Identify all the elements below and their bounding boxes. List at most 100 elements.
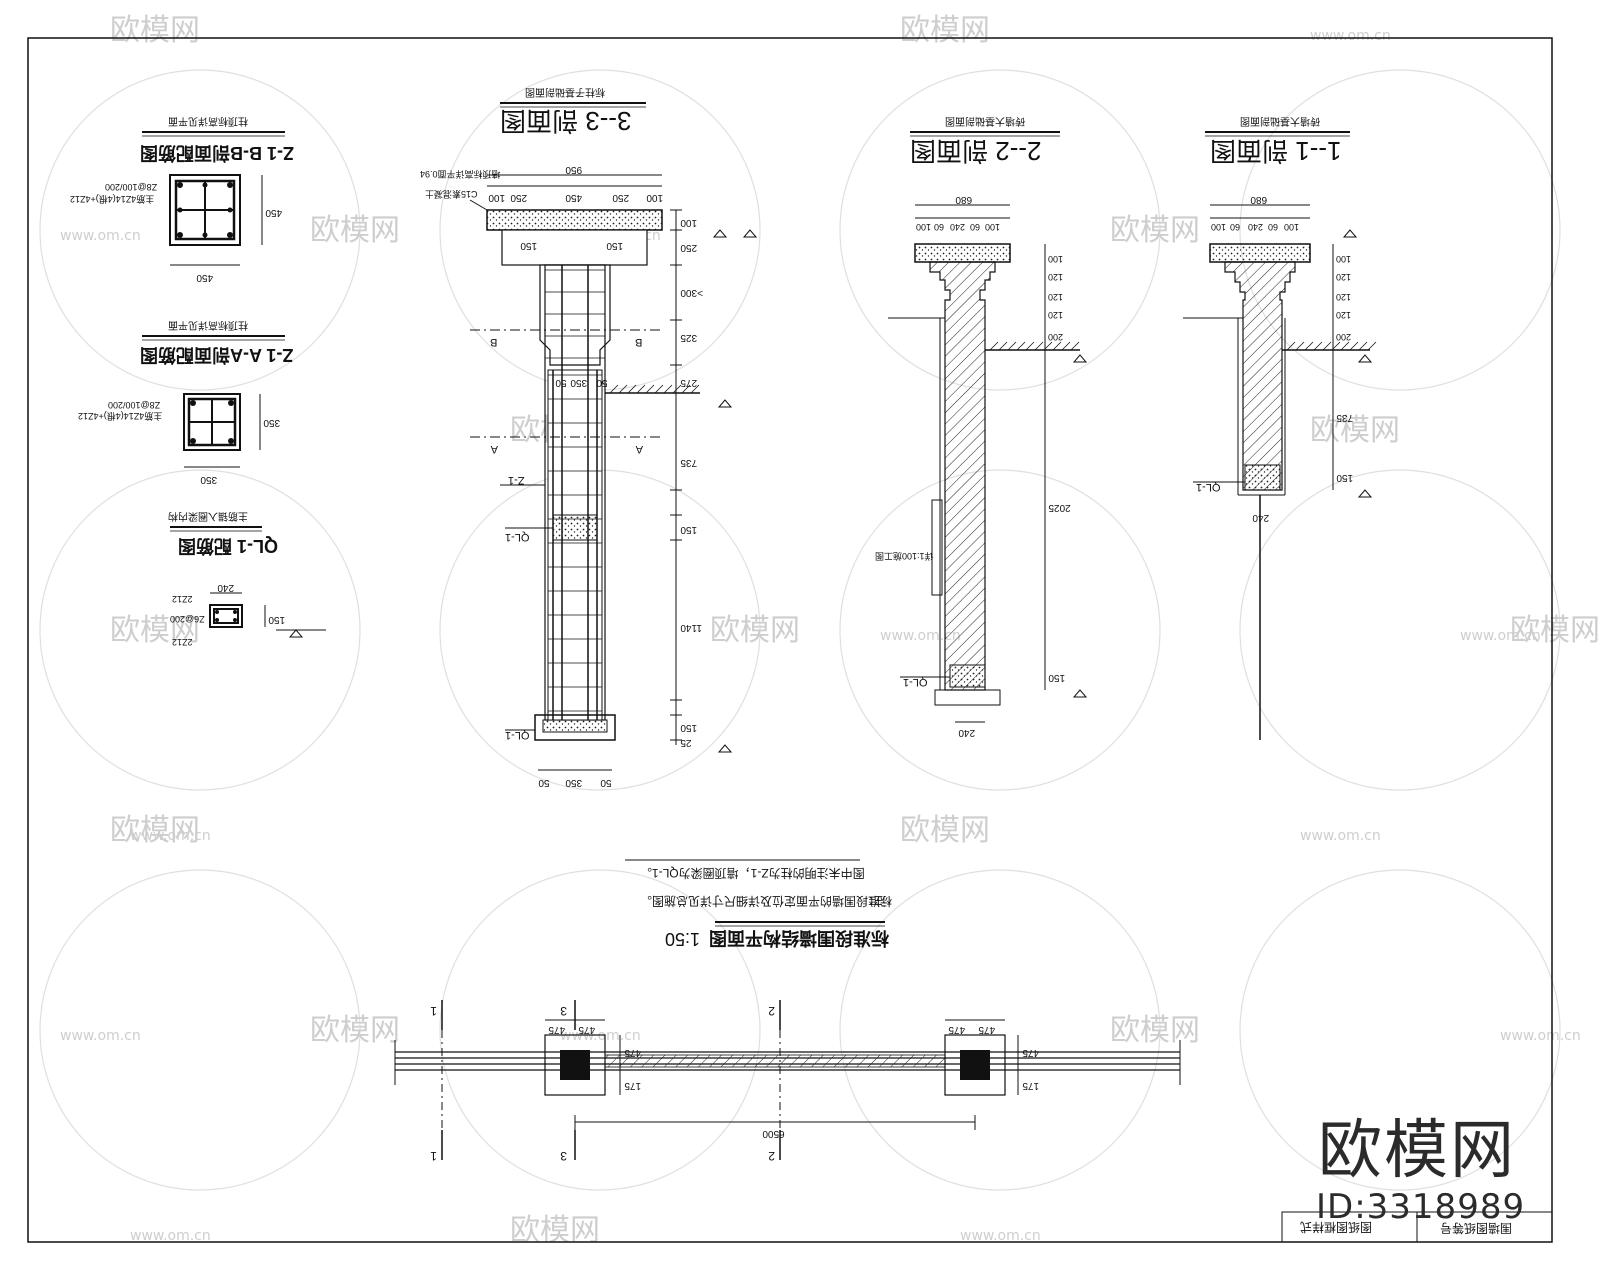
watermark-logo: 欧模网 xyxy=(110,813,200,848)
col-a-subtitle: 柱顶标高详见平面 xyxy=(168,319,248,332)
brand-logo: 欧模网 xyxy=(1318,1114,1516,1188)
s3-h-1: 250 xyxy=(680,242,697,253)
s1-w-1: 60 xyxy=(1230,222,1240,232)
plan-dim-side-0: 475 xyxy=(624,1047,641,1058)
section-2-subtitle: 砖墙大基础剖面图 xyxy=(945,115,1025,128)
plan-dim-side-3: 175 xyxy=(1022,1080,1039,1091)
s3-bw-2: 50 xyxy=(600,777,612,788)
s1-h-4: 200 xyxy=(1336,332,1351,342)
plan-note-2: 图中未注明的柱为Z-1，墙顶圈梁为QL-1。 xyxy=(640,866,865,881)
plan-dim-top-3: 475 xyxy=(978,1024,995,1035)
plan-scale: 1:50 xyxy=(665,929,700,949)
s2-w-0: 100 xyxy=(916,222,931,232)
plan-note-label: 注： xyxy=(862,894,886,909)
s1-bottom-width: 240 xyxy=(1252,512,1269,523)
plan-cut-2a: 2 xyxy=(768,1004,775,1018)
s2-h-6: 150 xyxy=(1048,672,1065,683)
plan-cut-2b: 2 xyxy=(768,1149,775,1163)
s3-label-a2: A xyxy=(635,443,643,455)
watermark-url: www.om.cn xyxy=(60,228,141,244)
watermark-url: www.om.cn xyxy=(1460,628,1541,644)
s3-bw-0: 50 xyxy=(538,777,550,788)
s3-h-3: 325 xyxy=(680,332,697,343)
watermark-url: www.om.cn xyxy=(880,628,961,644)
ql-detail: QL-1 配筋图 主筋锚入圈梁内构 240 150 2Z12 Z6@200 2Z… xyxy=(168,510,326,647)
s3-w-1: 250 xyxy=(510,192,527,203)
watermark-logo: 欧模网 xyxy=(900,13,990,48)
s1-total-width: 680 xyxy=(1250,194,1267,205)
watermark-logo: 欧模网 xyxy=(1510,613,1600,648)
col-a-rebar: 主筋4Z14(4根)+4Z12 xyxy=(78,411,162,422)
plan-dim-side-2: 475 xyxy=(1022,1047,1039,1058)
s3-label-b1: B xyxy=(490,336,497,348)
ql-width: 240 xyxy=(217,582,234,593)
watermark-logo: 欧模网 xyxy=(710,613,800,648)
s3-label-z1: Z-1 xyxy=(508,474,525,486)
watermark-logo: 欧模网 xyxy=(900,813,990,848)
s3-h-8: 150 xyxy=(680,722,697,733)
ql-stirrup: Z6@200 xyxy=(170,614,205,624)
ql-subtitle: 主筋锚入圈梁内构 xyxy=(168,510,248,523)
s3-w-2: 450 xyxy=(565,192,582,203)
s3-label-ql-mid: QL-1 xyxy=(505,531,529,543)
s3-w-0: 100 xyxy=(488,192,505,203)
col-b-height: 450 xyxy=(265,207,282,218)
section-1-title: 1--1 剖面图 xyxy=(1210,136,1341,166)
s3-label-a1: A xyxy=(490,443,498,455)
s2-total-width: 680 xyxy=(955,194,972,205)
s2-w-3: 60 xyxy=(970,222,980,232)
s1-h-1: 120 xyxy=(1336,272,1351,282)
s3-bw-1: 350 xyxy=(565,777,582,788)
section-1: 1--1 剖面图 砖墙大基础剖面图 680 100 60 240 60 100 … xyxy=(1183,115,1377,740)
col-a-detail: Z-1 A-A剖面配筋图 柱顶标高详见平面 350 350 主筋4Z14(4根)… xyxy=(78,319,293,485)
watermark-url: www.om.cn xyxy=(1500,1028,1581,1044)
s2-w-2: 240 xyxy=(950,222,965,232)
section-2-title: 2--2 剖面图 xyxy=(910,136,1041,166)
s2-bottom-width: 240 xyxy=(958,727,975,738)
title-block-cell-1: 图纸图框样式 xyxy=(1300,1220,1372,1235)
col-a-width: 350 xyxy=(200,474,217,485)
col-b-detail: Z-1 B-B剖面配筋图 柱顶标高详见平面 450 450 主筋4Z14(4根)… xyxy=(70,115,294,283)
watermark-logo: 欧模网 xyxy=(310,213,400,248)
ql-height: 150 xyxy=(268,614,285,625)
s3-note-2: C15素混凝土 xyxy=(425,189,478,200)
watermark-logo: 欧模网 xyxy=(310,1013,400,1048)
plan-dim-top-1: 475 xyxy=(578,1024,595,1035)
s2-w-4: 100 xyxy=(985,222,1000,232)
s2-label-ql: QL-1 xyxy=(903,676,927,688)
s1-w-0: 100 xyxy=(1211,222,1226,232)
s1-h-3: 120 xyxy=(1336,310,1351,320)
watermark-url: www.om.cn xyxy=(1300,828,1381,844)
s3-mid-w-2: 50 xyxy=(596,377,608,388)
s3-label-b2: B xyxy=(635,336,642,348)
col-a-stirrup: Z8@100/200 xyxy=(108,400,160,410)
s3-h-2: >300 xyxy=(680,287,703,298)
s2-h-0: 100 xyxy=(1048,254,1063,264)
s2-h-1: 120 xyxy=(1048,272,1063,282)
s2-h-4: 200 xyxy=(1048,332,1063,342)
plan-view: 标准段围墙结构平面图 1:50 注： 标准段围墙的平面定位及详细尺寸详见总施图。… xyxy=(394,859,1181,1163)
plan-cut-1b: 1 xyxy=(430,1149,437,1163)
s1-w-3: 60 xyxy=(1268,222,1278,232)
section-3-title: 3--3 剖面图 xyxy=(500,106,631,136)
watermark-logo: 欧模网 xyxy=(1310,413,1400,448)
section-1-subtitle: 砖墙大基础剖面图 xyxy=(1240,115,1320,128)
col-b-title: Z-1 B-B剖面配筋图 xyxy=(140,143,294,164)
plan-title: 标准段围墙结构平面图 xyxy=(709,928,890,949)
s2-w-1: 60 xyxy=(934,222,944,232)
plan-dim-side-1: 175 xyxy=(624,1080,641,1091)
col-b-stirrup: Z8@100/200 xyxy=(105,182,157,192)
s2-h-5: 2025 xyxy=(1048,502,1071,513)
brand-stamp: 欧模网 ID:3318989 xyxy=(1316,1114,1524,1227)
s3-ledge-1: 150 xyxy=(606,240,623,251)
plan-cut-3a: 3 xyxy=(560,1004,567,1018)
s1-h-5: 735 xyxy=(1336,412,1353,423)
col-a-height: 350 xyxy=(263,417,280,428)
plan-dim-top-0: 475 xyxy=(548,1024,565,1035)
section-3: 3--3 剖面图 标柱子基础剖面图 950 100 250 450 250 10… xyxy=(420,86,733,788)
section-2: 2--2 剖面图 砖墙大基础剖面图 680 100 60 240 60 100 … xyxy=(742,115,1088,738)
watermark-url: www.om.cn xyxy=(60,1028,141,1044)
s2-h-2: 120 xyxy=(1048,292,1063,302)
watermark-logo: 欧模网 xyxy=(1110,213,1200,248)
